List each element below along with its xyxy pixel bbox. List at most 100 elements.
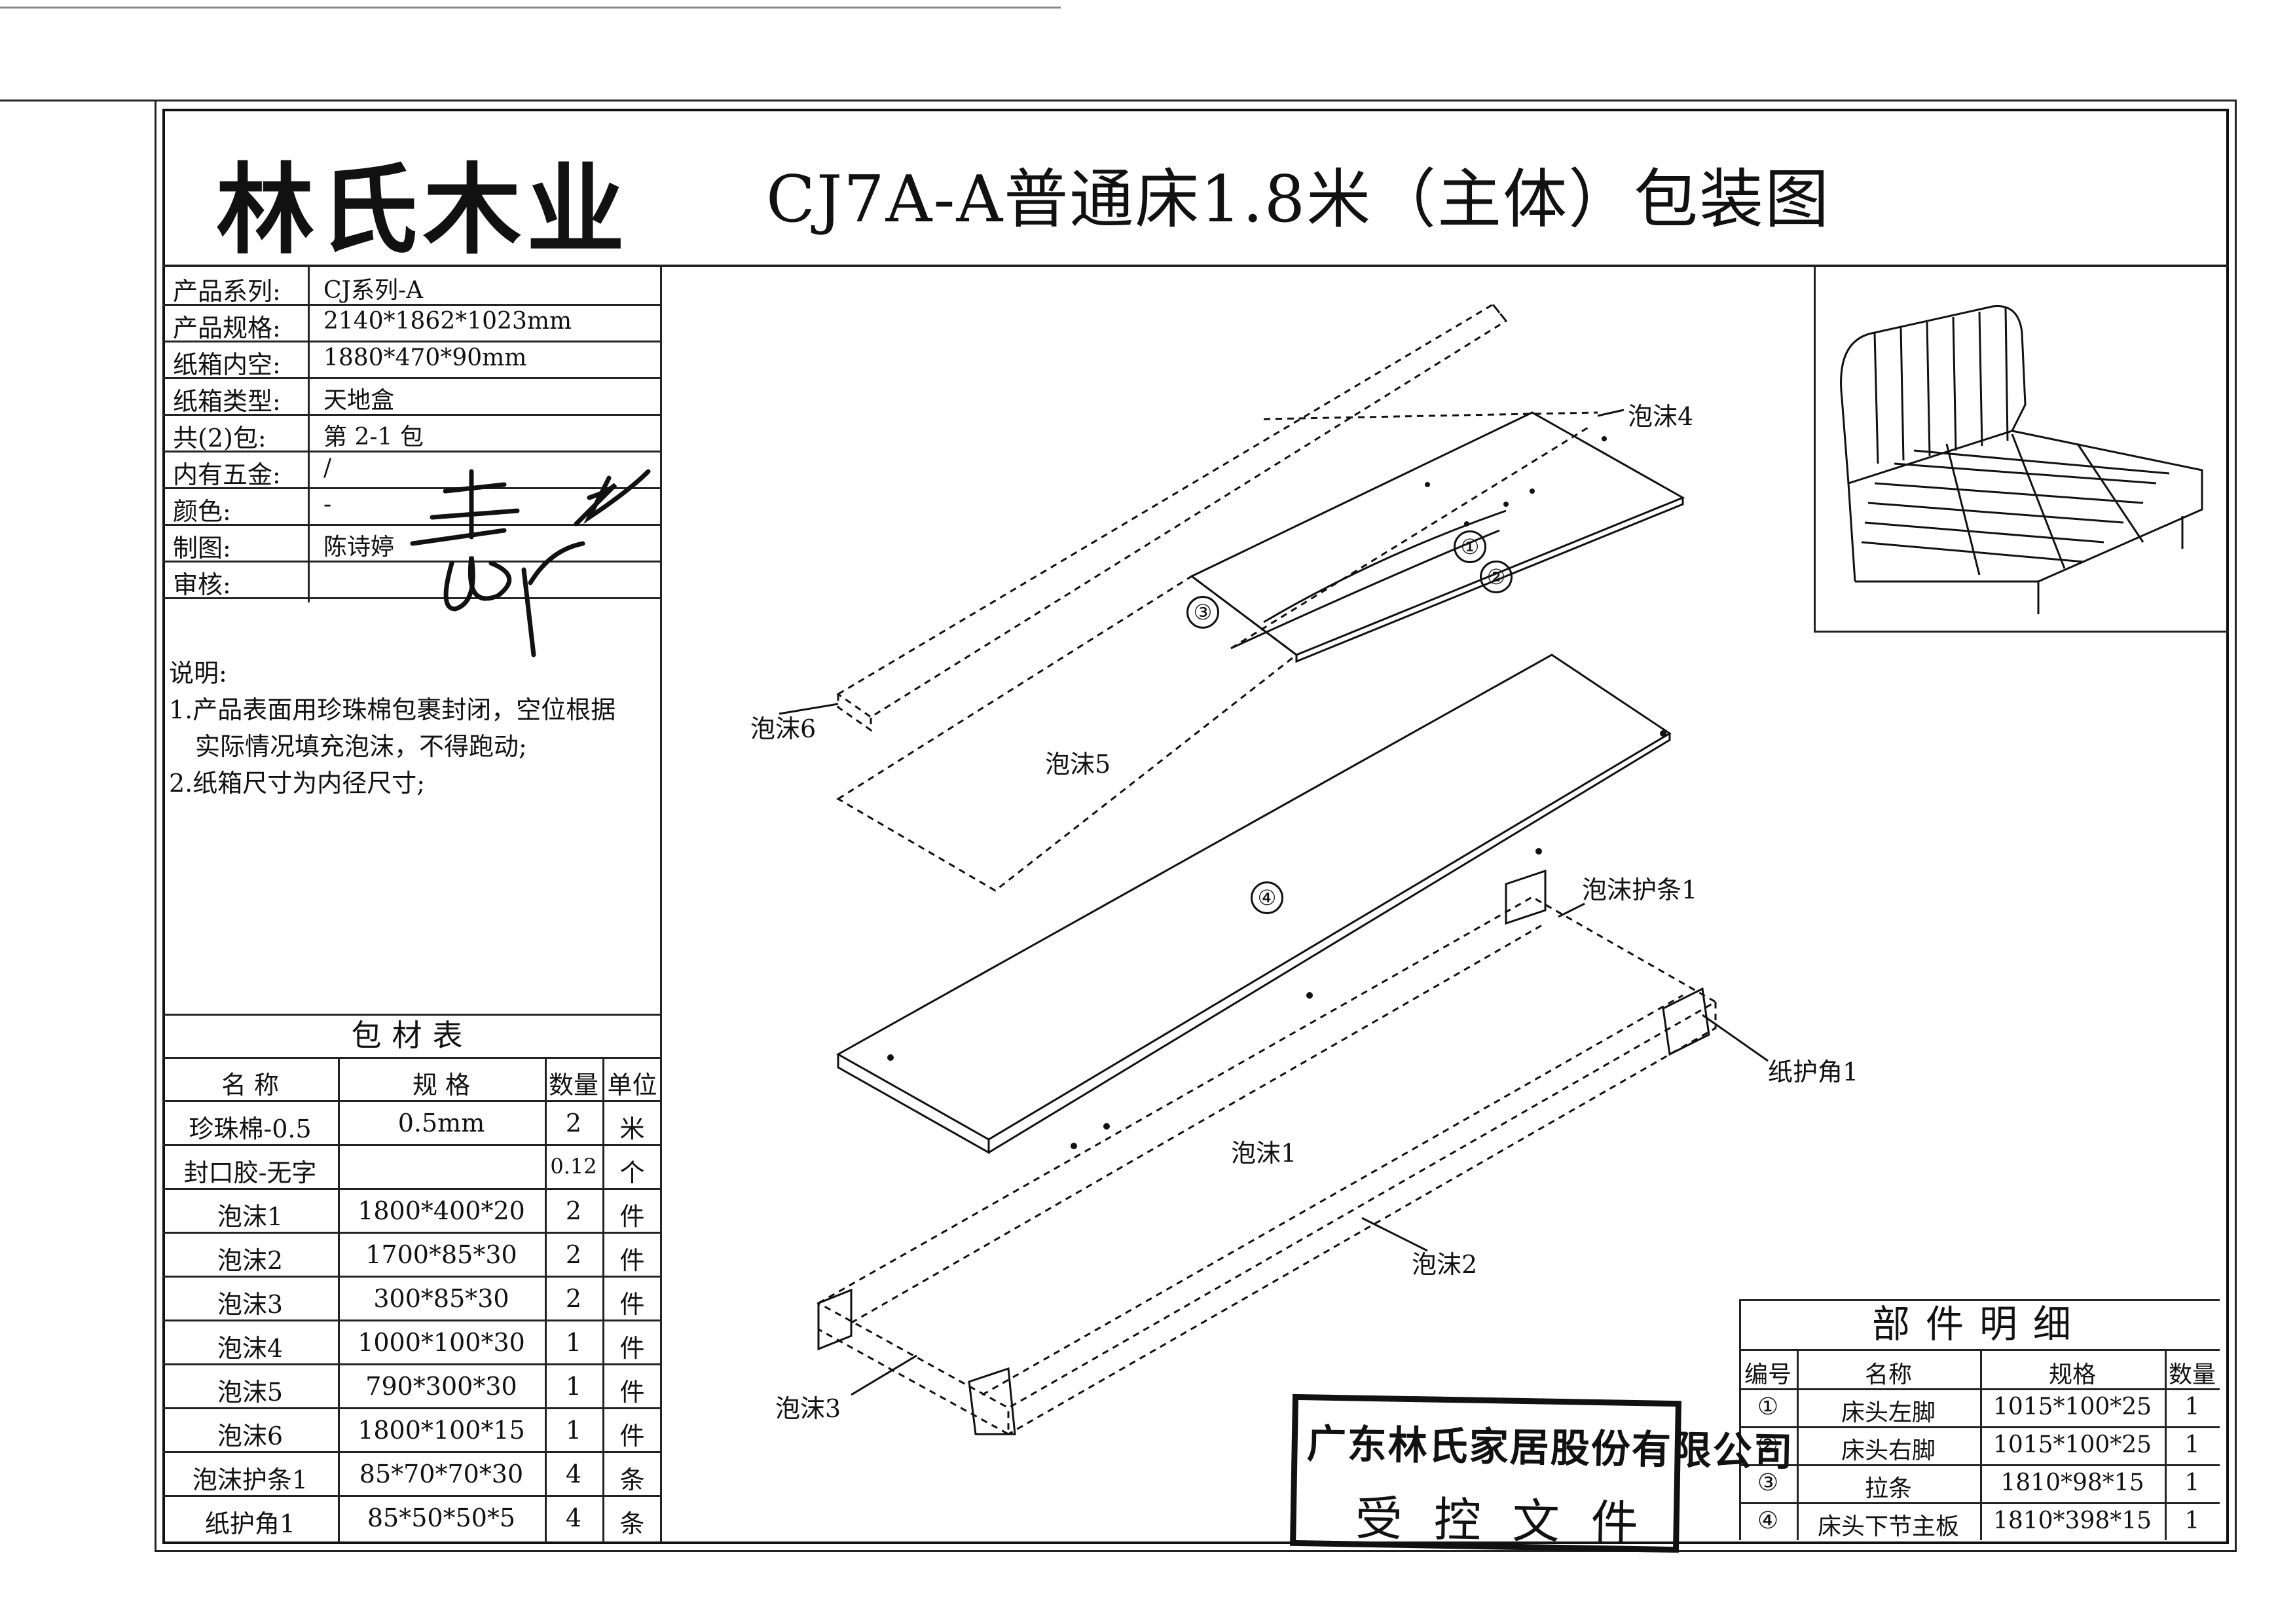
notes-line: 2.纸箱尺寸为内径尺寸; bbox=[169, 769, 426, 798]
foam2-rail bbox=[851, 922, 1683, 1396]
material-spec: 1800*400*20 bbox=[358, 1196, 525, 1225]
part-qty: 1 bbox=[2184, 1469, 2200, 1496]
parts-col-sep bbox=[1797, 1349, 1799, 1540]
spec-value: CJ系列-A bbox=[323, 277, 424, 304]
spec-row: 内有五金: / bbox=[162, 451, 660, 489]
material-spec: 85*70*70*30 bbox=[359, 1460, 524, 1488]
materials-row-sep bbox=[162, 1320, 662, 1321]
main-panel-board bbox=[835, 654, 1672, 1154]
spec-row: 纸箱类型: 天地盒 bbox=[162, 377, 660, 416]
material-name: 封口胶-无字 bbox=[183, 1158, 317, 1187]
notes-line: 实际情况填充泡沫，不得跑动; bbox=[195, 732, 527, 761]
part-spec: 1015*100*25 bbox=[1992, 1393, 2152, 1420]
parts-col-sep bbox=[2165, 1349, 2167, 1540]
material-name: 泡沫5 bbox=[217, 1378, 284, 1407]
part-spec: 1810*398*15 bbox=[1992, 1507, 2152, 1534]
label-foam4: 泡沫4 bbox=[1628, 402, 1694, 431]
materials-top-border bbox=[162, 1014, 662, 1016]
drawing-title: CJ7A-A普通床1.8米（主体）包装图 bbox=[766, 162, 1831, 237]
label-paper-corner: 纸护角1 bbox=[1768, 1058, 1859, 1086]
controlled-document-stamp: 广东林氏家居股份有限公司 受控文件 bbox=[1290, 1393, 1794, 1553]
part-name: 拉条 bbox=[1864, 1475, 1912, 1502]
parts-row-sep bbox=[1739, 1502, 2220, 1504]
materials-table: 包材表 名 称 规 格 数量 单位 珍珠棉-0.5 0.5mm 2 米 封口胶-… bbox=[162, 1014, 662, 1543]
material-unit: 件 bbox=[619, 1422, 645, 1450]
foam6-strip bbox=[836, 303, 1508, 732]
part-qty: 1 bbox=[2184, 1393, 2200, 1420]
spec-value: 第 2-1 包 bbox=[323, 424, 424, 451]
scan-line-top bbox=[0, 7, 1061, 9]
spec-label: 共(2)包: bbox=[173, 424, 266, 452]
material-unit: 件 bbox=[619, 1290, 645, 1319]
material-name: 泡沫2 bbox=[217, 1246, 284, 1275]
part-spec: 1810*98*15 bbox=[2000, 1469, 2144, 1496]
parts-header-spec: 规格 bbox=[2048, 1361, 2096, 1388]
parts-header-qty: 数量 bbox=[2168, 1361, 2216, 1388]
spec-label: 产品规格: bbox=[173, 314, 281, 342]
materials-header-qty: 数量 bbox=[548, 1071, 598, 1099]
materials-row-sep bbox=[162, 1144, 662, 1146]
spec-label: 颜色: bbox=[173, 497, 231, 526]
stamp-company: 广东林氏家居股份有限公司 bbox=[1306, 1421, 1795, 1476]
company-logo: 林氏木业 bbox=[216, 154, 631, 268]
materials-row-sep bbox=[162, 1495, 662, 1497]
part-no: ④ bbox=[1757, 1507, 1779, 1534]
materials-col-sep bbox=[545, 1057, 547, 1543]
spec-row: 审核: bbox=[162, 561, 660, 599]
parts-left-border bbox=[1739, 1299, 1741, 1540]
spec-label: 纸箱内空: bbox=[173, 350, 281, 379]
materials-row-sep bbox=[162, 1188, 662, 1190]
materials-row-sep bbox=[162, 1363, 662, 1365]
material-spec: 1000*100*30 bbox=[358, 1328, 525, 1357]
material-unit: 条 bbox=[619, 1509, 645, 1538]
materials-col-sep bbox=[602, 1057, 604, 1543]
materials-row-sep bbox=[162, 1100, 662, 1102]
drawing-frame-outer bbox=[155, 100, 2237, 1552]
material-name: 纸护角1 bbox=[204, 1509, 296, 1538]
materials-row-sep bbox=[162, 1232, 662, 1234]
spec-label: 纸箱类型: bbox=[173, 387, 281, 416]
bed-preview-image bbox=[1840, 305, 2203, 614]
material-spec: 790*300*30 bbox=[365, 1372, 517, 1401]
stamp-text: 受控文件 bbox=[1355, 1490, 1670, 1551]
spec-value: / bbox=[323, 454, 332, 481]
part-name: 床头下节主板 bbox=[1817, 1513, 1959, 1540]
parts-table: 部件明细 编号 名称 规格 数量 ① 床头左脚 1015*100*25 1 ② … bbox=[1739, 1299, 2220, 1540]
spec-row: 制图:陈诗婷 bbox=[162, 524, 660, 563]
notes-heading: 说明: bbox=[169, 659, 227, 688]
material-unit: 件 bbox=[619, 1334, 645, 1363]
spec-row: 纸箱内空:1880*470*90mm bbox=[162, 341, 660, 379]
paper-corner-guard bbox=[817, 869, 1710, 1435]
parts-col-sep bbox=[1980, 1349, 1982, 1540]
material-name: 泡沫3 bbox=[217, 1290, 284, 1319]
material-qty: 0.12 bbox=[550, 1154, 597, 1179]
spec-value: 陈诗婷 bbox=[323, 534, 395, 561]
spec-right-border bbox=[660, 267, 662, 1543]
material-name: 泡沫4 bbox=[217, 1334, 284, 1363]
part-spec: 1015*100*25 bbox=[1992, 1431, 2152, 1458]
material-spec: 0.5mm bbox=[397, 1109, 485, 1137]
part-no: ① bbox=[1757, 1393, 1779, 1420]
materials-row-sep bbox=[162, 1276, 662, 1278]
label-foam1: 泡沫1 bbox=[1231, 1139, 1297, 1168]
materials-header-name: 名 称 bbox=[221, 1071, 280, 1099]
spec-value: 天地盒 bbox=[323, 387, 395, 414]
materials-header-spec: 规 格 bbox=[412, 1071, 471, 1099]
materials-header-unit: 单位 bbox=[607, 1071, 657, 1099]
part-no: ③ bbox=[1757, 1469, 1779, 1496]
parts-row-sep bbox=[1739, 1426, 2220, 1428]
spec-row: 产品系列:CJ系列-A bbox=[162, 267, 660, 306]
spec-row: 共(2)包: 第 2-1 包 bbox=[162, 414, 660, 452]
label-foam3: 泡沫3 bbox=[775, 1394, 841, 1423]
bed-preview-box bbox=[1814, 267, 2229, 633]
spec-label: 内有五金: bbox=[173, 460, 281, 489]
part-qty: 1 bbox=[2184, 1431, 2200, 1458]
material-unit: 个 bbox=[619, 1158, 645, 1187]
material-spec: 1700*85*30 bbox=[365, 1240, 517, 1269]
callout-4: ④ bbox=[1251, 881, 1283, 914]
material-qty: 2 bbox=[565, 1240, 582, 1269]
spec-row: 产品规格:2140*1862*1023mm bbox=[162, 304, 660, 342]
material-name: 珍珠棉-0.5 bbox=[189, 1115, 312, 1143]
label-foam2: 泡沫2 bbox=[1412, 1250, 1478, 1279]
spec-label: 审核: bbox=[173, 570, 231, 599]
